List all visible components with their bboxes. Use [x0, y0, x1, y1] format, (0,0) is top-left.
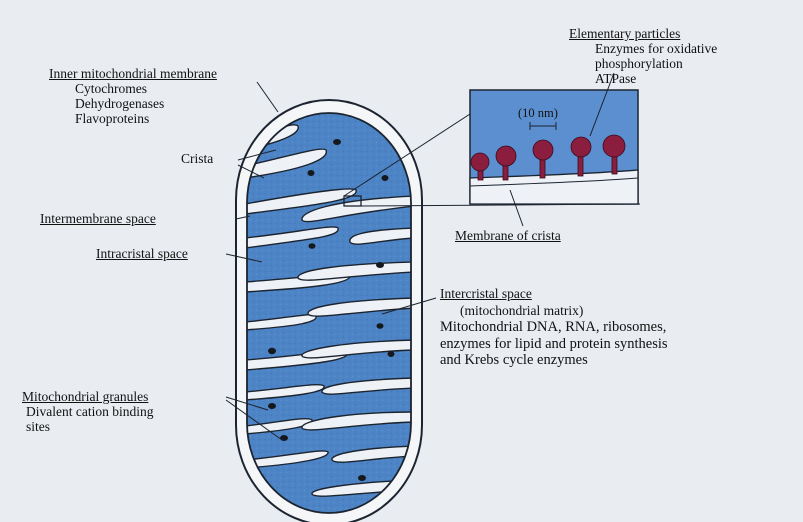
label-granules-line-1: Divalent cation binding: [22, 404, 153, 419]
label-inner-membrane-line-1: Cytochromes: [49, 81, 217, 96]
label-intercristal: Intercristal space (mitochondrial matrix…: [440, 286, 668, 369]
label-granules-line-2: sites: [22, 419, 153, 434]
label-inner-membrane-line-3: Flavoproteins: [49, 111, 217, 126]
label-intermembrane: Intermembrane space: [40, 211, 156, 226]
matrix-compartment: [245, 113, 415, 513]
label-membrane-crista-title: Membrane of crista: [455, 228, 561, 243]
label-crista-title: Crista: [181, 151, 213, 166]
label-intercristal-title: Intercristal space: [440, 286, 668, 303]
label-elementary-title: Elementary particles: [569, 26, 717, 41]
label-intercristal-line-1: (mitochondrial matrix): [440, 303, 668, 320]
label-elementary-line-2: phosphorylation: [569, 56, 717, 71]
label-inner-membrane: Inner mitochondrial membrane Cytochromes…: [49, 66, 217, 126]
label-inner-membrane-title: Inner mitochondrial membrane: [49, 66, 217, 81]
label-elementary-line-3: ATPase: [569, 71, 717, 86]
label-scale: (10 nm): [518, 106, 558, 121]
label-membrane-crista: Membrane of crista: [455, 228, 561, 243]
label-crista: Crista: [181, 151, 213, 166]
label-intracristal: Intracristal space: [96, 246, 188, 261]
label-elementary-line-1: Enzymes for oxidative: [569, 41, 717, 56]
label-scale-text: (10 nm): [518, 106, 558, 120]
label-granules: Mitochondrial granules Divalent cation b…: [22, 389, 153, 434]
label-intermembrane-title: Intermembrane space: [40, 211, 156, 226]
label-intercristal-body-1: Mitochondrial DNA, RNA, ribosomes,: [440, 319, 668, 336]
label-elementary: Elementary particles Enzymes for oxidati…: [569, 26, 717, 86]
label-intercristal-body-3: and Krebs cycle enzymes: [440, 352, 668, 369]
label-intercristal-body-2: enzymes for lipid and protein synthesis: [440, 336, 668, 353]
label-granules-title: Mitochondrial granules: [22, 389, 153, 404]
label-inner-membrane-line-2: Dehydrogenases: [49, 96, 217, 111]
label-intracristal-title: Intracristal space: [96, 246, 188, 261]
